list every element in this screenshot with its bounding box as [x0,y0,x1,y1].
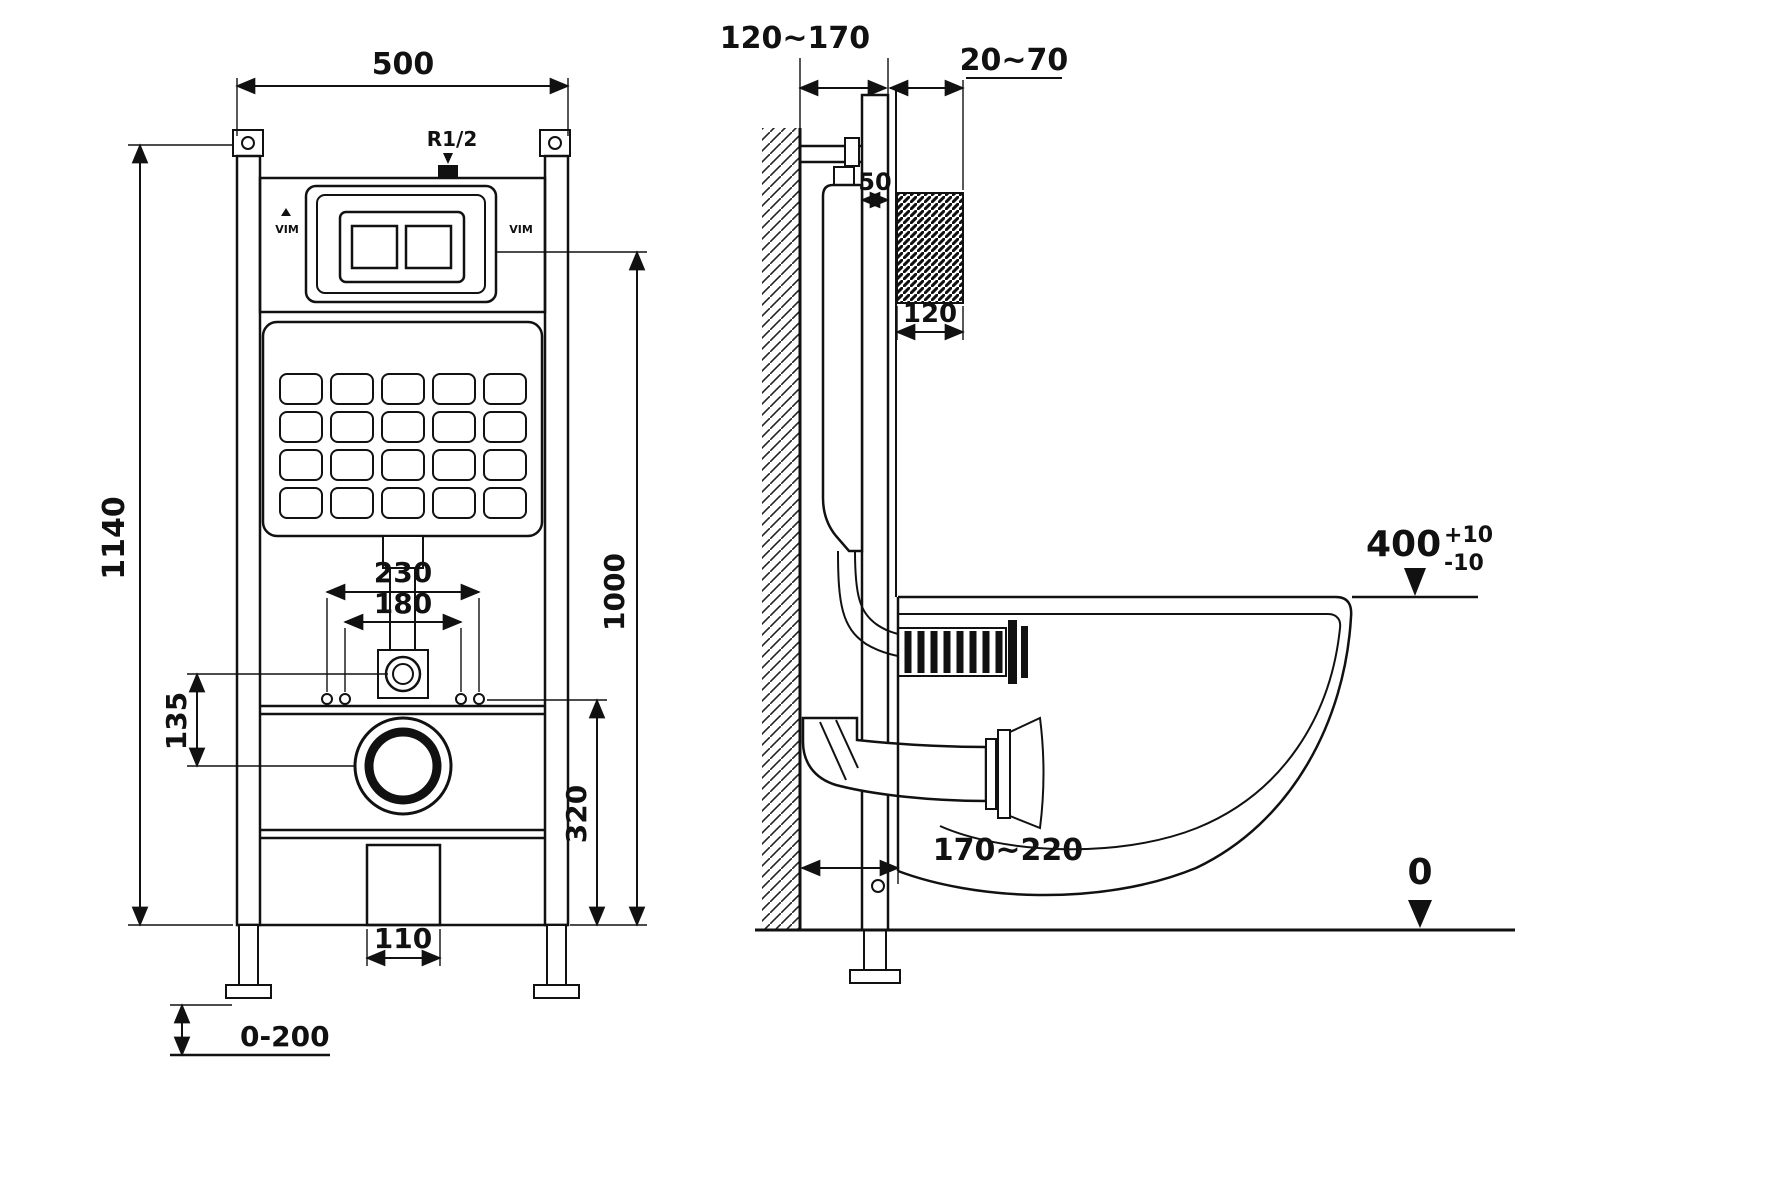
flush-plate [304,184,498,304]
dim-outlet-distance: 170~220 [800,833,1083,884]
outlet-box [365,843,442,927]
dim-label-1000: 1000 [598,553,631,631]
dim-wall-finish: 20~70 [888,43,1069,190]
drain-bell [1009,716,1045,830]
floor-marker-icon [1408,900,1432,928]
side-foot-plate [849,969,901,984]
inlet-label: R1/2 [427,127,478,151]
drain-circle [353,716,453,816]
frame-member [860,93,890,932]
dim-label-170-220: 170~220 [933,833,1083,868]
flush-button-left [350,224,399,270]
dim-label-500: 500 [372,47,435,82]
fixing-holes [321,693,485,705]
drain-elbow [801,716,1045,893]
elbow-fixing-hole [871,879,885,893]
dim-label-135: 135 [160,692,193,750]
cistern-front [261,320,544,538]
dim-label-120: 120 [903,299,957,329]
flush-pipe-front [377,535,429,699]
cistern-side [821,166,864,553]
dim-label-180: 180 [374,587,432,620]
bracket-bolt [844,137,860,167]
dim-label-230: 230 [374,556,432,589]
right-foot-plate [533,984,580,999]
dim-drain-height-320: 320 [487,698,647,927]
dim-bracket-50: 50 [858,168,892,209]
dim-label-tol-minus: -10 [1444,551,1484,576]
inlet-port [438,165,458,178]
wall-section [762,128,802,930]
dim-bowl-height-400: 400 +10 -10 [1352,523,1493,599]
dim-fixing-outer: 230 [325,556,481,692]
dim-frame-depth: 120~170 [720,21,889,128]
right-foot [546,924,567,986]
cistern-grid [279,373,527,519]
dim-label-20-70: 20~70 [960,43,1069,78]
right-hanger-bracket [539,129,571,157]
dim-flush-height-1000: 1000 [497,250,647,927]
brand-right: VIM [509,223,533,236]
side-foot [863,929,887,971]
left-hanger-hole [241,136,255,150]
flush-pipe-side [837,550,899,657]
left-foot [238,924,259,986]
level-marker-icon [1404,568,1426,596]
brand-marks: VIM VIM [275,208,533,236]
dim-label-0-200: 0-200 [240,1020,330,1053]
dim-outlet-width-110: 110 [365,922,442,967]
flush-button-right [404,224,453,270]
tank-outline [821,183,864,553]
front-frame [225,129,580,999]
button-panel [338,210,466,284]
right-hanger-hole [548,136,562,150]
dim-front-height: 1140 [97,143,233,927]
dim-label-tol-plus: +10 [1444,523,1493,548]
dim-label-0: 0 [1407,852,1432,893]
floor-reference: 0 [755,852,1515,932]
toilet-bowl-profile [896,595,1353,897]
dim-label-50: 50 [858,168,891,196]
fill-valve [833,166,855,186]
water-inlet: R1/2 [427,127,478,178]
front-view: R1/2 VIM VIM [97,47,647,1057]
dim-fixing-inner: 180 [343,587,463,692]
dim-label-120-170: 120~170 [720,21,870,56]
left-rail [235,154,262,927]
wall-hatch [762,128,800,930]
top-panel [258,176,547,314]
dim-label-400: 400 [1366,524,1441,565]
dim-label-1140: 1140 [97,496,132,580]
brand-left: VIM [275,223,299,236]
left-foot-plate [225,984,272,999]
dim-foot-adjust: 0-200 [170,1003,330,1057]
dim-plate-depth-120: 120 [895,299,965,341]
inlet-arrow-icon [443,153,453,164]
brand-triangle-icon [281,208,291,216]
dim-label-110: 110 [374,922,432,955]
outlet-connector [897,620,1028,684]
flush-plate-sleeve [896,192,964,304]
dim-label-320: 320 [560,785,593,843]
dim-offset-135: 135 [160,672,388,768]
dim-front-width: 500 [235,47,570,136]
side-view: 120~170 20~70 50 120 400 +10 -10 [720,21,1515,984]
